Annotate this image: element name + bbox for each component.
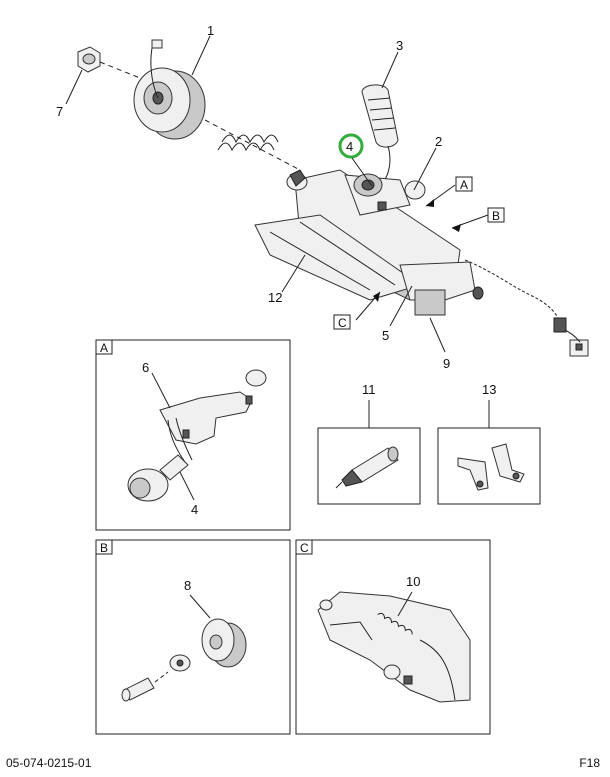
diagram-reference-number: 05-074-0215-01 xyxy=(6,756,92,770)
detail-b-callout-8: 8 xyxy=(184,578,191,593)
wire-harness xyxy=(464,259,561,323)
kit-11-callout: 11 xyxy=(362,382,376,397)
detail-panel-c xyxy=(295,539,491,735)
callout-3: 3 xyxy=(396,38,403,53)
nut-part[interactable] xyxy=(77,46,101,73)
detail-a-callout-4: 4 xyxy=(191,502,198,517)
column-body-part[interactable] xyxy=(254,169,484,316)
figure-code: F18 xyxy=(579,756,600,770)
callout-2: 2 xyxy=(435,134,442,149)
callout-9: 9 xyxy=(443,356,450,371)
detail-panel-b xyxy=(95,539,291,735)
detail-c-callout-10: 10 xyxy=(406,574,420,589)
view-letter-b: B xyxy=(492,209,500,223)
kit-13-callout: 13 xyxy=(482,382,496,397)
detail-panel-a xyxy=(95,339,291,531)
main-assembly xyxy=(65,35,589,357)
callout-4: 4 xyxy=(346,139,353,154)
panel-letter-b: B xyxy=(100,541,108,555)
callout-7: 7 xyxy=(56,104,63,119)
connector-part[interactable] xyxy=(553,317,589,357)
spring-part[interactable] xyxy=(217,134,279,152)
lever-part[interactable] xyxy=(361,84,399,187)
highlight-ring xyxy=(338,133,364,159)
callout-1: 1 xyxy=(207,23,214,38)
panel-letter-a: A xyxy=(100,341,108,355)
horn-hub-part[interactable] xyxy=(133,39,206,140)
panel-letter-c: C xyxy=(300,541,309,555)
ignition-switch-part[interactable] xyxy=(344,173,426,216)
detail-a-callout-6: 6 xyxy=(142,360,149,375)
kit-13-panel xyxy=(437,400,541,505)
kit-11-panel xyxy=(317,400,421,505)
callout-5: 5 xyxy=(382,328,389,343)
view-letter-a: A xyxy=(460,178,468,192)
view-letter-c: C xyxy=(338,316,347,330)
callout-12: 12 xyxy=(268,290,282,305)
